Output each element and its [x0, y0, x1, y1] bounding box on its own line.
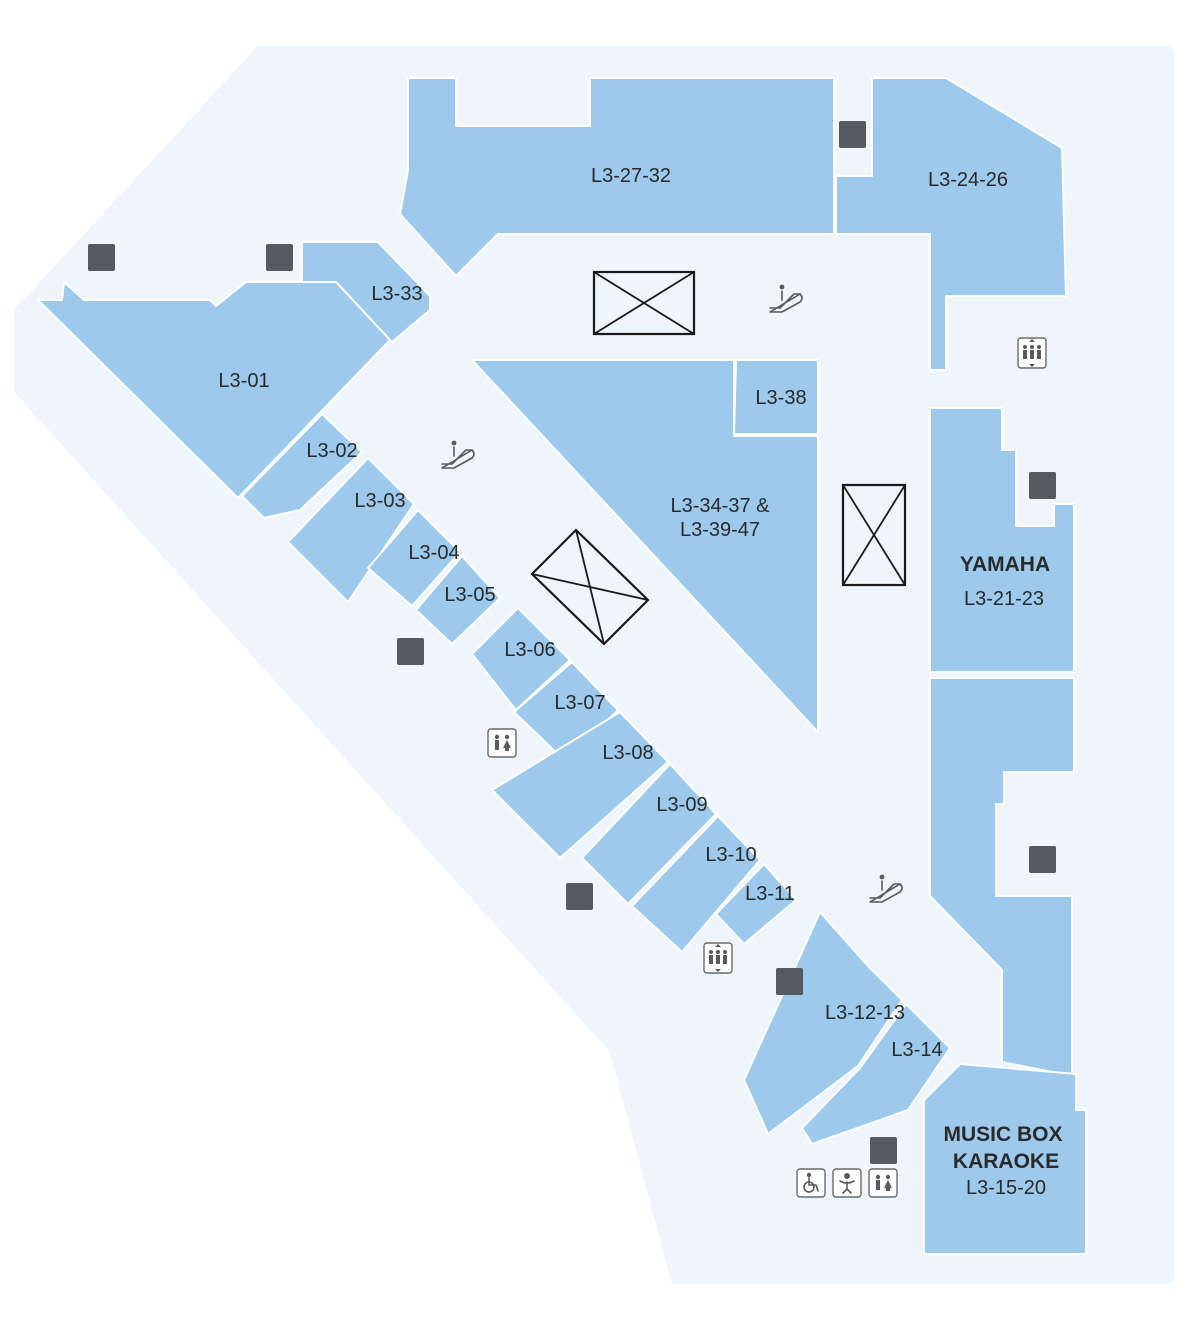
unit-label-l3-05: L3-05 [444, 584, 495, 606]
unit-l3-14[interactable] [801, 1003, 951, 1145]
lift-icon[interactable] [703, 942, 733, 974]
restroom-icon[interactable] [487, 728, 517, 758]
unit-label-l3-15-20: L3-15-20 [966, 1177, 1046, 1199]
fire-exit-icon [776, 968, 803, 995]
unit-l3-04[interactable] [367, 509, 461, 607]
baby-room-icon[interactable] [832, 1168, 862, 1198]
unit-label-l3-02: L3-02 [306, 440, 357, 462]
unit-l3-01[interactable] [37, 281, 391, 499]
fire-exit-icon [566, 883, 593, 910]
unit-l3-08[interactable] [491, 711, 669, 859]
fire-exit-icon [88, 244, 115, 271]
unit-label-l3-09: L3-09 [656, 794, 707, 816]
restroom-icon[interactable] [868, 1168, 898, 1198]
fire-exit-icon [839, 121, 866, 148]
accessible-toilet-icon[interactable] [796, 1168, 826, 1198]
fire-exit-icon [266, 244, 293, 271]
unit-l3-11[interactable] [715, 863, 797, 945]
fire-exit-icon [397, 638, 424, 665]
escalator-icon[interactable] [441, 440, 475, 469]
unit-label-l3-14: L3-14 [891, 1039, 942, 1061]
unit-l3-21-23[interactable] [929, 407, 1075, 673]
unit-l3-03[interactable] [287, 457, 415, 603]
fire-exit-icon [1029, 472, 1056, 499]
brand-label-karaoke: KARAOKE [953, 1150, 1059, 1173]
unit-label-l3-24-26: L3-24-26 [928, 169, 1008, 191]
escalator-icon[interactable] [769, 284, 803, 313]
void-right [841, 483, 907, 587]
unit-label-l3-11: L3-11 [745, 883, 795, 905]
void-top [592, 270, 696, 336]
unit-east-block[interactable] [929, 677, 1075, 1077]
unit-label-l3-27-32: L3-27-32 [591, 165, 671, 187]
fire-exits [88, 121, 1056, 1164]
unit-label-l3-04: L3-04 [408, 542, 459, 564]
unit-label-l3-21-23: L3-21-23 [964, 588, 1044, 610]
escalator-icon[interactable] [869, 874, 903, 903]
unit-l3-05[interactable] [415, 555, 501, 645]
unit-label-l3-03: L3-03 [354, 490, 405, 512]
fire-exit-icon [870, 1137, 897, 1164]
unit-labels: L3-27-32 L3-24-26 L3-33 L3-01 L3-38 L3-0… [218, 165, 1062, 1199]
unit-l3-34-37-39-47[interactable] [471, 359, 819, 733]
brand-label-music-box: MUSIC BOX [943, 1123, 1062, 1146]
unit-label-l3-38: L3-38 [755, 387, 806, 409]
unit-label-l3-39-47-line2: L3-39-47 [680, 519, 760, 541]
unit-l3-02[interactable] [241, 413, 363, 519]
unit-label-l3-01: L3-01 [218, 370, 269, 392]
unit-label-l3-12-13: L3-12-13 [825, 1002, 905, 1024]
unit-l3-10[interactable] [631, 815, 761, 953]
unit-l3-24-26[interactable] [835, 77, 1067, 371]
unit-label-l3-34-37-line1: L3-34-37 & [671, 495, 771, 517]
fire-exit-icon [1029, 846, 1056, 873]
unit-label-l3-08: L3-08 [602, 742, 653, 764]
unit-l3-09[interactable] [581, 763, 717, 905]
lift-icon[interactable] [1017, 337, 1047, 369]
void-diagonal [530, 528, 650, 646]
unit-label-l3-07: L3-07 [554, 692, 605, 714]
unit-l3-15-20[interactable] [923, 1063, 1087, 1255]
units [37, 77, 1087, 1255]
unit-label-l3-06: L3-06 [504, 639, 555, 661]
brand-label-yamaha: YAMAHA [960, 553, 1050, 576]
unit-label-l3-10: L3-10 [705, 844, 756, 866]
unit-l3-12-13[interactable] [743, 911, 903, 1135]
unit-label-l3-33: L3-33 [371, 283, 422, 305]
unit-l3-27-32[interactable] [399, 77, 835, 277]
